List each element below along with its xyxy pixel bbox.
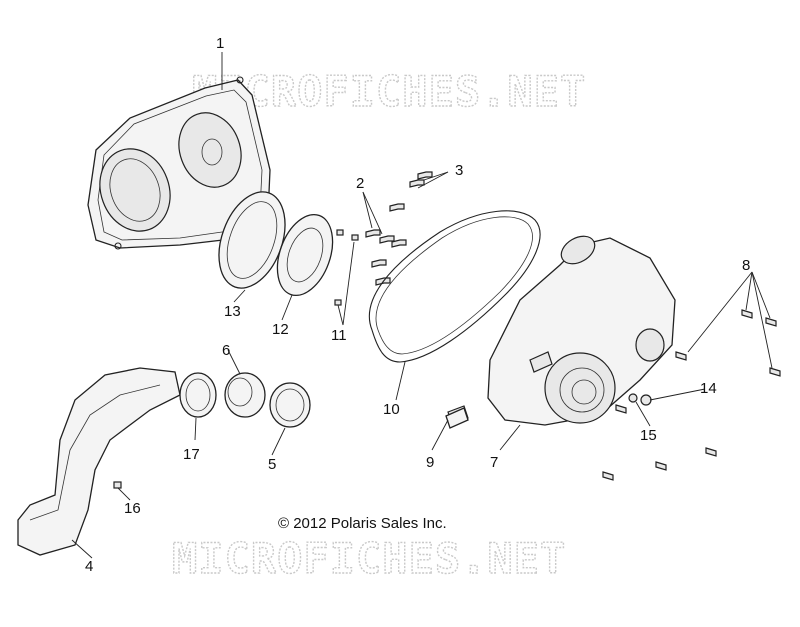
part-8-bolts [602, 309, 781, 481]
callout-15: 15 [640, 427, 657, 444]
callout-16: 16 [124, 500, 141, 517]
callout-5: 5 [268, 456, 276, 473]
part-11-screws [334, 229, 359, 306]
callout-12: 12 [272, 321, 289, 338]
callout-7: 7 [490, 454, 498, 471]
part-16-screw [113, 481, 122, 489]
callout-10: 10 [383, 401, 400, 418]
part-5-clamp [269, 382, 311, 428]
part-12-plate [276, 213, 334, 297]
part-6-boot [224, 372, 266, 418]
part-2-3-bolts [365, 171, 433, 286]
watermark-bottom: MICROFICHES.NET [172, 534, 566, 583]
callout-4: 4 [85, 558, 93, 575]
watermark-top: MICROFICHES.NET [192, 67, 586, 116]
part-1-outer-cover [87, 76, 271, 250]
part-7-inner-housing [447, 235, 676, 426]
callout-8: 8 [742, 257, 750, 274]
callout-1: 1 [216, 35, 224, 52]
callout-17: 17 [183, 446, 200, 463]
callout-14: 14 [700, 380, 717, 397]
callout-11: 11 [331, 327, 347, 344]
part-4-air-duct [17, 367, 181, 556]
callout-13: 13 [224, 303, 241, 320]
callout-2: 2 [356, 175, 364, 192]
callout-6: 6 [222, 342, 230, 359]
copyright-text: © 2012 Polaris Sales Inc. [278, 515, 447, 532]
part-10-belt [368, 210, 541, 363]
part-14-15-fasteners [628, 393, 652, 406]
callout-3: 3 [455, 162, 463, 179]
callout-9: 9 [426, 454, 434, 471]
leader-lines [71, 52, 773, 559]
part-9-label [445, 407, 469, 429]
callouts: 1 2 3 4 5 6 7 8 9 10 11 12 13 14 15 16 1… [85, 35, 750, 575]
part-17-clamp [179, 372, 217, 418]
